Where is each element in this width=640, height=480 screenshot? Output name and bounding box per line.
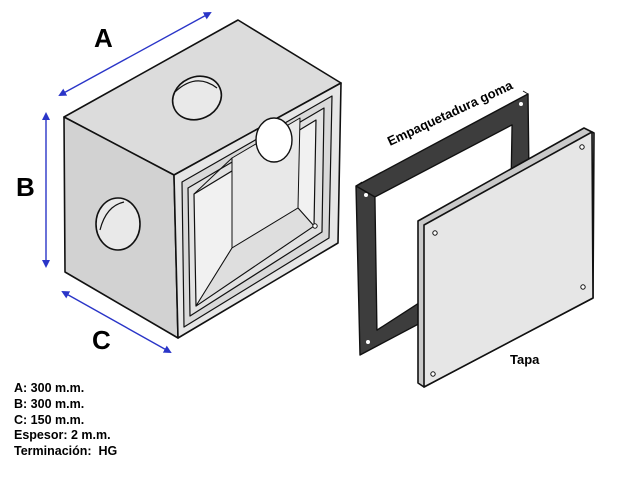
spec-b: B: 300 m.m. [14, 397, 84, 411]
lid-label: Tapa [510, 352, 540, 367]
arrow-c [61, 291, 172, 353]
dimension-label-b: B [16, 172, 35, 202]
knockout-back [255, 117, 293, 163]
lid-screw-br [580, 284, 586, 290]
spec-thickness: Espesor: 2 m.m. [14, 428, 111, 442]
gasket-hole-bl [366, 340, 370, 344]
gasket-hole-tl [364, 193, 368, 197]
arrow-a [58, 12, 212, 96]
lid-screw-bl [430, 371, 436, 377]
spec-list: A: 300 m.m. B: 300 m.m. C: 150 m.m. Espe… [14, 381, 117, 458]
lid [417, 127, 595, 388]
dimension-label-c: C [92, 325, 111, 355]
lid-face [423, 131, 594, 388]
screw-hole [312, 223, 318, 229]
gasket-hole-tr [519, 102, 523, 106]
spec-a: A: 300 m.m. [14, 381, 84, 395]
lid-screw-tr [579, 144, 585, 150]
lid-screw-tl [432, 230, 438, 236]
spec-finish: Terminación: HG [14, 444, 117, 458]
knockout-side [95, 197, 141, 251]
spec-c: C: 150 m.m. [14, 413, 84, 427]
electrical-box [63, 19, 342, 339]
dimension-arrows [42, 12, 212, 353]
box-interior-floor [195, 207, 315, 307]
dimension-label-a: A [94, 23, 113, 53]
